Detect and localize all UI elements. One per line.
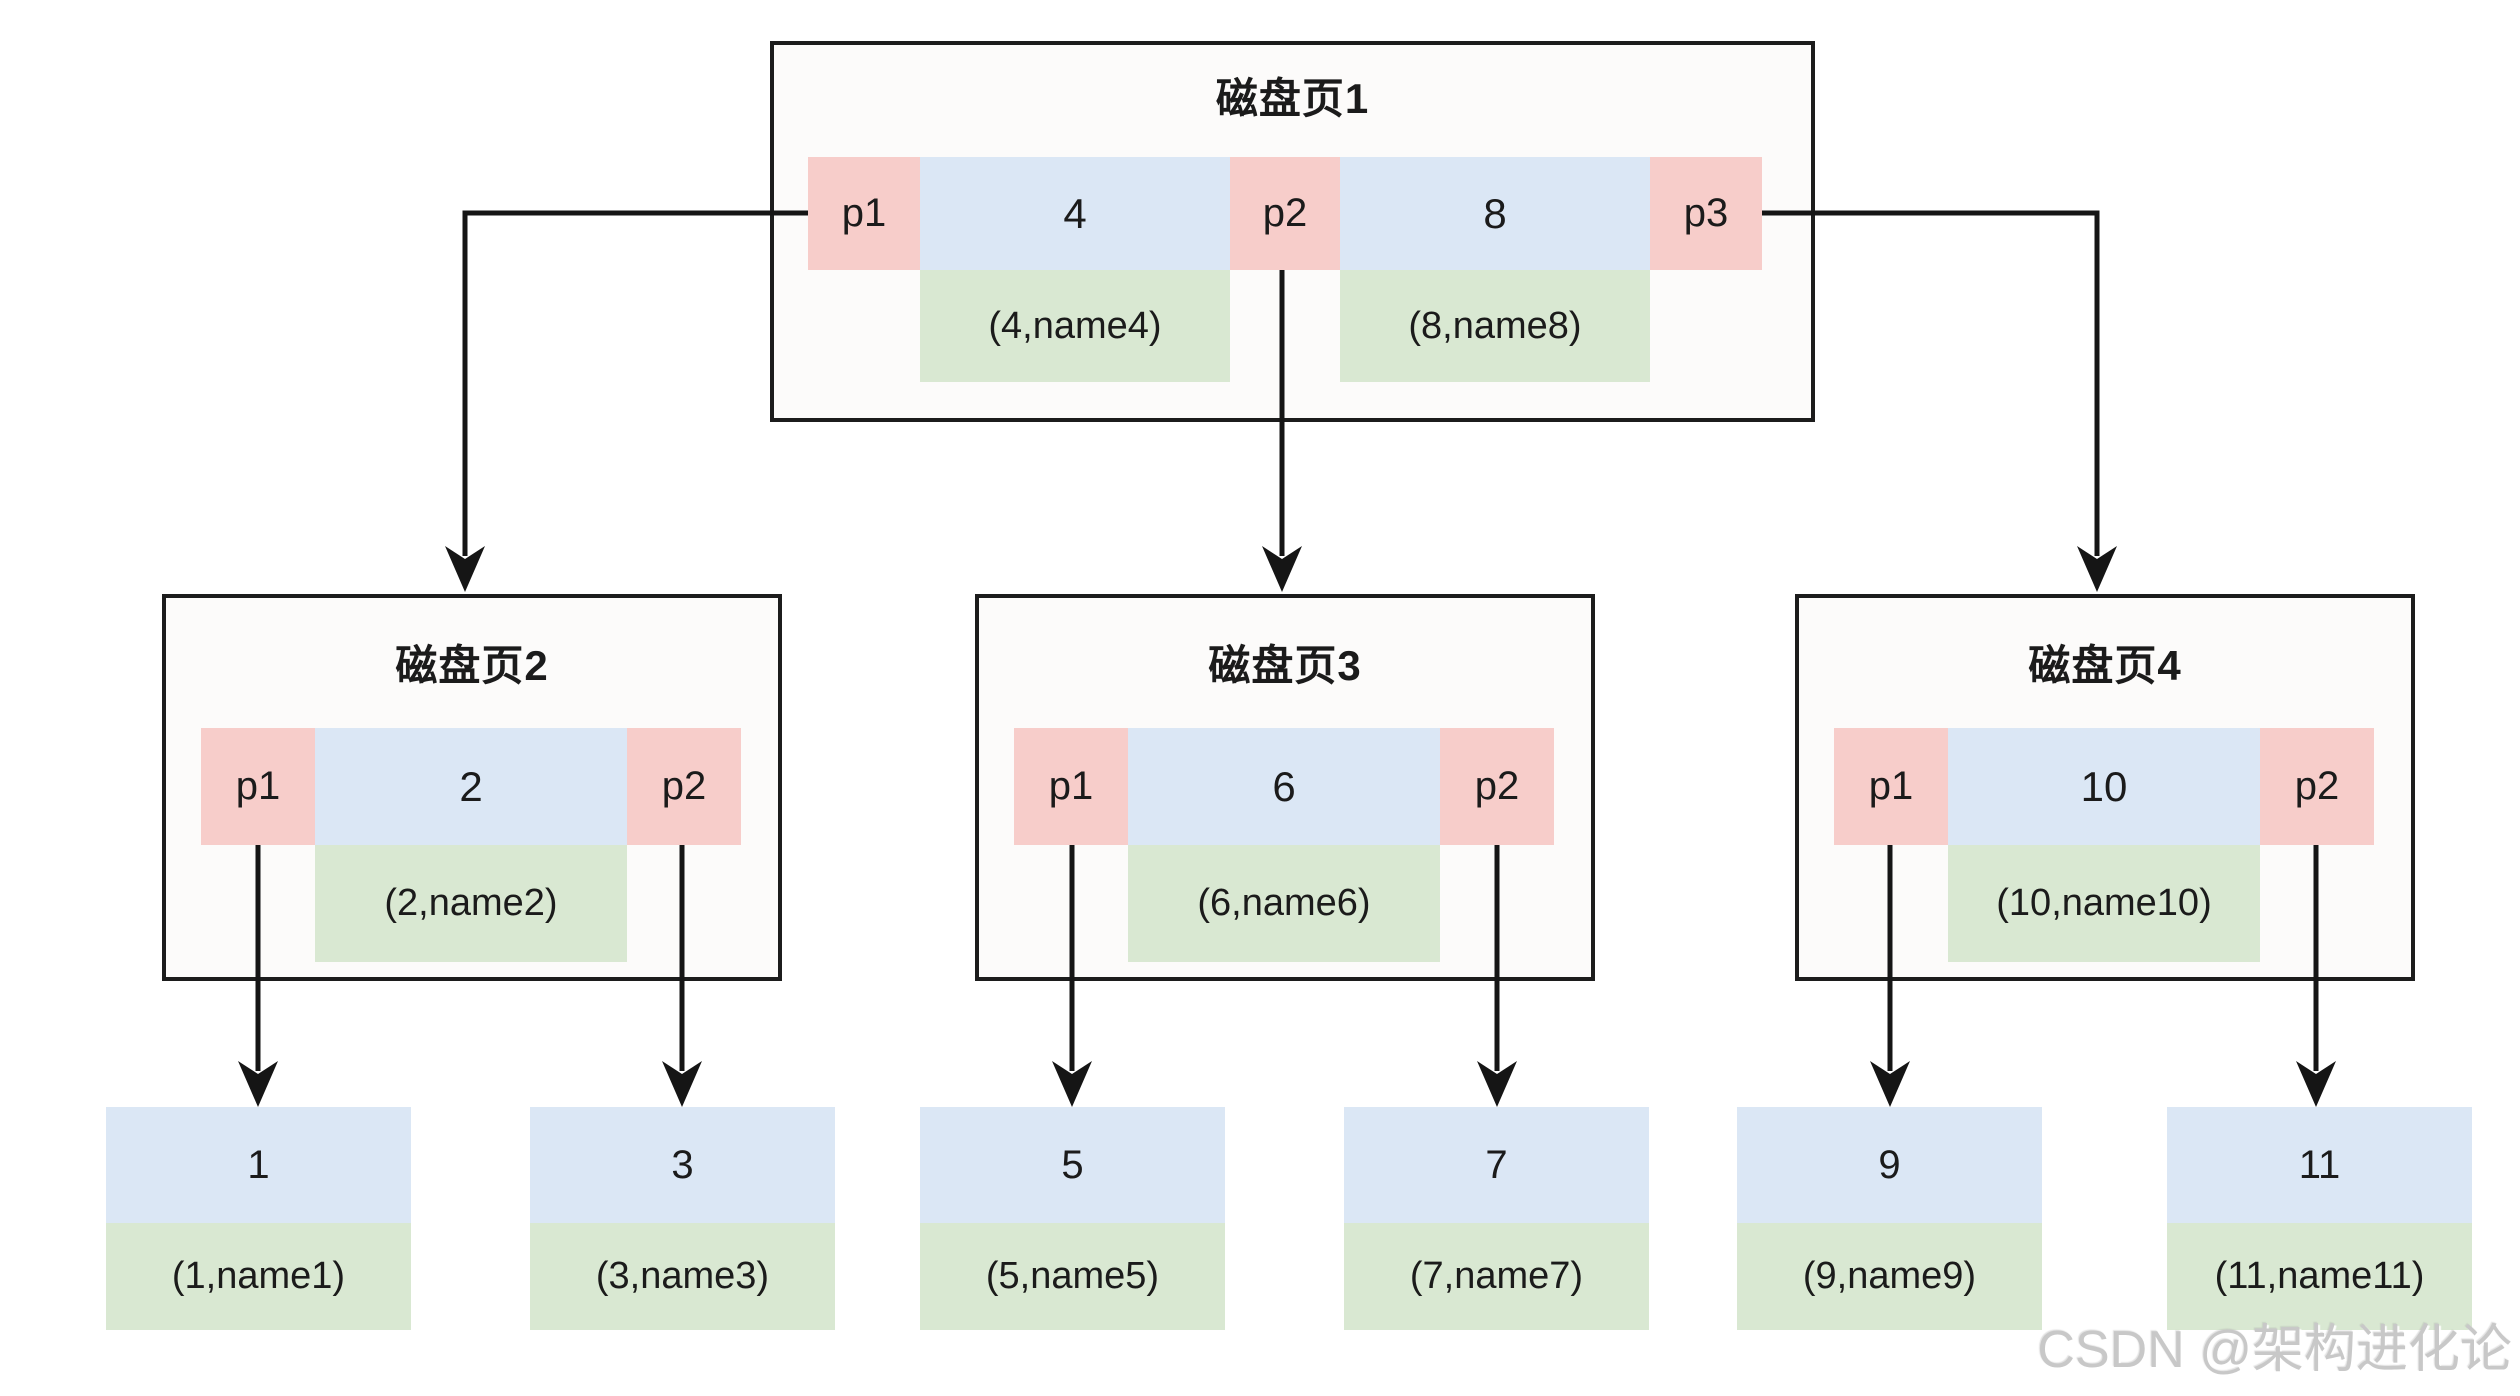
leaf-3-record: (3,name3) xyxy=(530,1223,835,1330)
leaf-3-key: 3 xyxy=(530,1107,835,1223)
disk-page-1-key-8: 8 xyxy=(1340,157,1650,270)
disk-page-2-title: 磁盘页2 xyxy=(395,642,549,689)
leaf-1-key: 1 xyxy=(106,1107,411,1223)
leaf-7-record: (7,name7) xyxy=(1344,1223,1649,1330)
disk-page-1-key-4: 4 xyxy=(920,157,1230,270)
leaf-block-1: 1 (1,name1) xyxy=(106,1107,411,1330)
disk-page-2-key-2: 2 xyxy=(315,728,627,845)
disk-page-1-pointer-p2: p2 xyxy=(1230,157,1340,270)
leaf-block-7: 7 (7,name7) xyxy=(1344,1107,1649,1330)
disk-page-1: 磁盘页1 p1 4 p2 8 p3 (4,name4) (8,name8) xyxy=(770,41,1815,422)
arrowhead-leaf1 xyxy=(238,1061,278,1107)
disk-page-2-pointer-p1: p1 xyxy=(201,728,315,845)
disk-page-4-pointer-p2: p2 xyxy=(2260,728,2374,845)
leaf-block-5: 5 (5,name5) xyxy=(920,1107,1225,1330)
disk-page-4-pointer-p1: p1 xyxy=(1834,728,1948,845)
arrowhead-leaf7 xyxy=(1477,1061,1517,1107)
leaf-block-11: 11 (11,name11) xyxy=(2167,1107,2472,1330)
disk-page-1-pointer-p1: p1 xyxy=(808,157,920,270)
arrowhead-leaf3 xyxy=(662,1061,702,1107)
leaf-5-key: 5 xyxy=(920,1107,1225,1223)
leaf-1-record: (1,name1) xyxy=(106,1223,411,1330)
leaf-block-9: 9 (9,name9) xyxy=(1737,1107,2042,1330)
disk-page-3-pointer-p1: p1 xyxy=(1014,728,1128,845)
leaf-block-3: 3 (3,name3) xyxy=(530,1107,835,1330)
leaf-9-record: (9,name9) xyxy=(1737,1223,2042,1330)
disk-page-4-key-10: 10 xyxy=(1948,728,2260,845)
disk-page-3-record-6: (6,name6) xyxy=(1128,845,1440,962)
leaf-11-record: (11,name11) xyxy=(2167,1223,2472,1330)
arrowhead-page2 xyxy=(445,546,485,592)
disk-page-2-pointer-p2: p2 xyxy=(627,728,741,845)
disk-page-4: 磁盘页4 p1 10 p2 (10,name10) xyxy=(1795,594,2415,981)
disk-page-3-key-6: 6 xyxy=(1128,728,1440,845)
disk-page-2-record-2: (2,name2) xyxy=(315,845,627,962)
arrowhead-leaf5 xyxy=(1052,1061,1092,1107)
disk-page-1-record-4: (4,name4) xyxy=(920,270,1230,382)
leaf-11-key: 11 xyxy=(2167,1107,2472,1223)
disk-page-3-title: 磁盘页3 xyxy=(1208,642,1362,689)
disk-page-1-title: 磁盘页1 xyxy=(1215,75,1370,122)
leaf-7-key: 7 xyxy=(1344,1107,1649,1223)
leaf-9-key: 9 xyxy=(1737,1107,2042,1223)
disk-page-4-title: 磁盘页4 xyxy=(2028,642,2182,689)
arrowhead-leaf9 xyxy=(1870,1061,1910,1107)
arrowhead-page4 xyxy=(2077,546,2117,592)
arrowhead-page3 xyxy=(1262,546,1302,592)
arrow-p1-to-page2-line xyxy=(462,210,808,556)
disk-page-3: 磁盘页3 p1 6 p2 (6,name6) xyxy=(975,594,1595,981)
leaf-5-record: (5,name5) xyxy=(920,1223,1225,1330)
arrowhead-leaf11 xyxy=(2296,1061,2336,1107)
disk-page-1-record-8: (8,name8) xyxy=(1340,270,1650,382)
disk-page-1-pointer-p3: p3 xyxy=(1650,157,1762,270)
csdn-watermark: CSDN @架构进化论 xyxy=(2037,1321,2512,1379)
disk-page-3-pointer-p2: p2 xyxy=(1440,728,1554,845)
disk-page-4-record-10: (10,name10) xyxy=(1948,845,2260,962)
disk-page-2: 磁盘页2 p1 2 p2 (2,name2) xyxy=(162,594,782,981)
